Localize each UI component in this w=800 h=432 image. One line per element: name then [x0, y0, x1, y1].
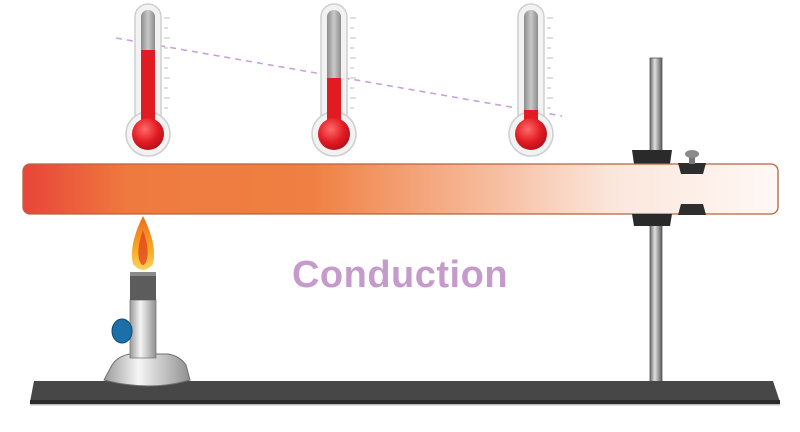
clamp-upper: [632, 150, 672, 164]
thermometer-left: [125, 3, 171, 157]
metal-rod: [22, 163, 779, 215]
bunsen-burner: [103, 216, 191, 387]
clamp-jaw-bottom: [678, 204, 706, 215]
temperature-trend-line: [115, 37, 563, 117]
clamp-jaw-top: [678, 163, 706, 174]
gas-valve-knob: [111, 318, 133, 344]
clamp-screw-stem: [689, 156, 695, 164]
stand-base: [30, 381, 780, 402]
clamp-screw-knob: [685, 150, 699, 158]
diagram-title: Conduction: [291, 254, 509, 296]
thermometer-right: [508, 3, 554, 157]
clamp-lower: [632, 214, 672, 226]
thermometer-middle: [311, 3, 357, 157]
